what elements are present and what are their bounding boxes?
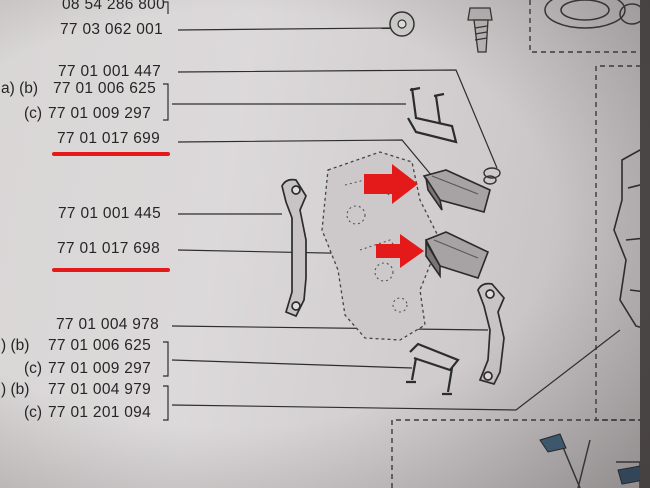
wear-clip-icon [483,167,501,185]
part-number-p3: 77 01 001 447 [58,63,162,80]
brake-pad-upper-icon [422,169,491,213]
part-number-p11: 77 01 009 297 [48,360,152,377]
part-number-p5: 77 01 009 297 [48,105,152,122]
part-number-p2: 77 03 062 001 [60,21,164,38]
caliper-detail [344,177,408,313]
part-number-p12: 77 01 004 979 [48,381,152,398]
variant-label: (c) [24,105,43,122]
part-number-p8: 77 01 017 698 [57,240,161,257]
variant-label: (c) [24,404,43,421]
bolt-icon [467,7,493,53]
bracket-0 [163,1,169,14]
variant-label: ) (b) [1,337,30,354]
leader-p2 [177,27,391,31]
highlight-underline-p8 [52,268,170,272]
leader-p9 [171,325,489,331]
spring-clip-icon [407,86,458,144]
leader-p10 [171,359,413,369]
leader-lines [163,1,621,421]
leader-p12 [171,329,621,411]
page-edge-shadow [640,0,650,488]
guide-bracket-left-icon [281,178,307,318]
bracket-3 [163,385,169,421]
bottom-fragment-blue-icon [539,433,645,485]
leader-p3 [177,69,498,169]
washer-icon [389,11,415,37]
frame-top-right [529,0,650,53]
disc-fragment-icon [544,0,645,29]
brake-pad-lower-icon [424,231,490,279]
bracket-1 [163,83,169,121]
variant-label: (c) [24,360,43,377]
highlight-arrow-lower [376,234,424,268]
part-number-p4: 77 01 006 625 [53,80,157,97]
variant-label: a) (b) [1,80,39,97]
part-number-p7: 77 01 001 445 [58,205,162,222]
highlight-underline-p6 [52,152,170,156]
part-number-p13: 77 01 201 094 [48,404,152,421]
part-number-p1: 08 54 286 800 [62,0,166,13]
part-number-p6: 77 01 017 699 [57,130,161,147]
part-number-p9: 77 01 004 978 [56,316,160,333]
highlight-arrow-upper [364,164,418,204]
variant-label: ) (b) [1,381,30,398]
frame-bottom [391,419,650,488]
bracket-2 [163,341,169,377]
dashed-frames [391,0,650,488]
spring-clip-lower-icon [406,342,460,396]
guide-bracket-right-icon [477,282,505,386]
part-number-p10: 77 01 006 625 [48,337,152,354]
leader-p6 [177,139,433,177]
